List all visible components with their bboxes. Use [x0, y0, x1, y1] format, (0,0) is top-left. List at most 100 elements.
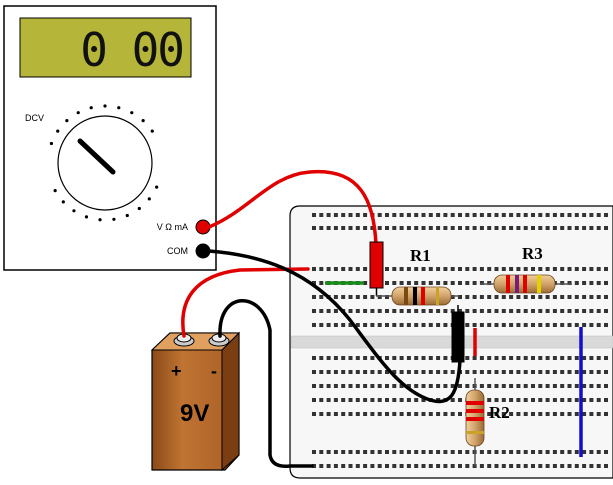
breadboard-hole[interactable] — [319, 384, 324, 388]
breadboard-hole[interactable] — [414, 281, 419, 285]
breadboard-hole[interactable] — [458, 309, 462, 313]
breadboard-hole[interactable] — [465, 464, 470, 468]
breadboard-hole[interactable] — [472, 309, 477, 313]
resistor-r2[interactable] — [465, 378, 485, 466]
breadboard-hole[interactable] — [363, 450, 368, 454]
breadboard-hole[interactable] — [501, 295, 506, 299]
breadboard-hole[interactable] — [531, 384, 535, 388]
breadboard-hole[interactable] — [545, 450, 550, 454]
breadboard-hole[interactable] — [494, 213, 499, 217]
breadboard-hole[interactable] — [370, 226, 375, 230]
breadboard-hole[interactable] — [596, 356, 601, 360]
breadboard-hole[interactable] — [421, 309, 426, 313]
breadboard-hole[interactable] — [523, 295, 528, 299]
breadboard-hole[interactable] — [355, 464, 360, 468]
breadboard-hole[interactable] — [385, 370, 389, 374]
breadboard-hole[interactable] — [589, 450, 594, 454]
breadboard-hole[interactable] — [414, 226, 419, 230]
breadboard-hole[interactable] — [523, 370, 528, 374]
breadboard-hole[interactable] — [392, 450, 397, 454]
breadboard-hole[interactable] — [458, 295, 462, 299]
breadboard-hole[interactable] — [596, 295, 601, 299]
breadboard-hole[interactable] — [392, 370, 397, 374]
breadboard-hole[interactable] — [355, 295, 360, 299]
breadboard-hole[interactable] — [385, 356, 389, 360]
breadboard-hole[interactable] — [414, 450, 419, 454]
breadboard-hole[interactable] — [443, 309, 448, 313]
breadboard-hole[interactable] — [538, 356, 543, 360]
breadboard-hole[interactable] — [538, 450, 543, 454]
breadboard-hole[interactable] — [436, 356, 441, 360]
breadboard-hole[interactable] — [450, 267, 455, 271]
breadboard-hole[interactable] — [333, 295, 338, 299]
breadboard-hole[interactable] — [516, 450, 521, 454]
breadboard-hole[interactable] — [421, 398, 426, 402]
breadboard-hole[interactable] — [552, 267, 557, 271]
breadboard-hole[interactable] — [377, 398, 382, 402]
breadboard-hole[interactable] — [574, 323, 579, 327]
breadboard-hole[interactable] — [523, 213, 528, 217]
breadboard-hole[interactable] — [312, 267, 316, 271]
breadboard-hole[interactable] — [509, 384, 514, 388]
breadboard-hole[interactable] — [450, 412, 455, 416]
breadboard-hole[interactable] — [574, 213, 579, 217]
breadboard-hole[interactable] — [421, 384, 426, 388]
breadboard-hole[interactable] — [494, 226, 499, 230]
breadboard-hole[interactable] — [348, 295, 353, 299]
breadboard-hole[interactable] — [363, 356, 368, 360]
breadboard-hole[interactable] — [545, 267, 550, 271]
breadboard-hole[interactable] — [436, 213, 441, 217]
breadboard-hole[interactable] — [436, 323, 441, 327]
breadboard-hole[interactable] — [450, 384, 455, 388]
breadboard-hole[interactable] — [479, 267, 484, 271]
breadboard-hole[interactable] — [509, 309, 514, 313]
breadboard-hole[interactable] — [538, 370, 543, 374]
breadboard-hole[interactable] — [363, 398, 368, 402]
breadboard-hole[interactable] — [487, 323, 492, 327]
breadboard-hole[interactable] — [406, 356, 411, 360]
breadboard-hole[interactable] — [385, 213, 389, 217]
breadboard-hole[interactable] — [589, 323, 594, 327]
breadboard-hole[interactable] — [509, 398, 514, 402]
breadboard-hole[interactable] — [355, 398, 360, 402]
breadboard-hole[interactable] — [355, 213, 360, 217]
breadboard-hole[interactable] — [538, 323, 543, 327]
breadboard-hole[interactable] — [436, 450, 441, 454]
breadboard-hole[interactable] — [509, 356, 514, 360]
breadboard-hole[interactable] — [589, 295, 594, 299]
breadboard-hole[interactable] — [560, 464, 565, 468]
breadboard-hole[interactable] — [574, 412, 579, 416]
breadboard-hole[interactable] — [355, 267, 360, 271]
breadboard-hole[interactable] — [428, 323, 433, 327]
breadboard-hole[interactable] — [370, 384, 375, 388]
breadboard-hole[interactable] — [421, 267, 426, 271]
breadboard-hole[interactable] — [589, 370, 594, 374]
breadboard-hole[interactable] — [333, 226, 338, 230]
breadboard-hole[interactable] — [377, 295, 382, 299]
breadboard-hole[interactable] — [479, 309, 484, 313]
breadboard-hole[interactable] — [582, 370, 587, 374]
breadboard-hole[interactable] — [465, 450, 470, 454]
breadboard-hole[interactable] — [312, 398, 316, 402]
breadboard-hole[interactable] — [479, 226, 484, 230]
breadboard-hole[interactable] — [596, 267, 601, 271]
breadboard-hole[interactable] — [494, 267, 499, 271]
breadboard-hole[interactable] — [428, 213, 433, 217]
breadboard-hole[interactable] — [560, 295, 565, 299]
breadboard-hole[interactable] — [479, 464, 484, 468]
breadboard-hole[interactable] — [392, 356, 397, 360]
breadboard-hole[interactable] — [341, 398, 346, 402]
breadboard-hole[interactable] — [348, 356, 353, 360]
breadboard-hole[interactable] — [582, 309, 587, 313]
breadboard-hole[interactable] — [472, 323, 477, 327]
breadboard-hole[interactable] — [312, 213, 316, 217]
breadboard-hole[interactable] — [604, 295, 608, 299]
breadboard-hole[interactable] — [552, 464, 557, 468]
breadboard-hole[interactable] — [443, 226, 448, 230]
breadboard-hole[interactable] — [333, 384, 338, 388]
breadboard-hole[interactable] — [399, 450, 404, 454]
breadboard-hole[interactable] — [399, 309, 404, 313]
breadboard-hole[interactable] — [370, 464, 375, 468]
breadboard-hole[interactable] — [392, 384, 397, 388]
breadboard-hole[interactable] — [552, 370, 557, 374]
